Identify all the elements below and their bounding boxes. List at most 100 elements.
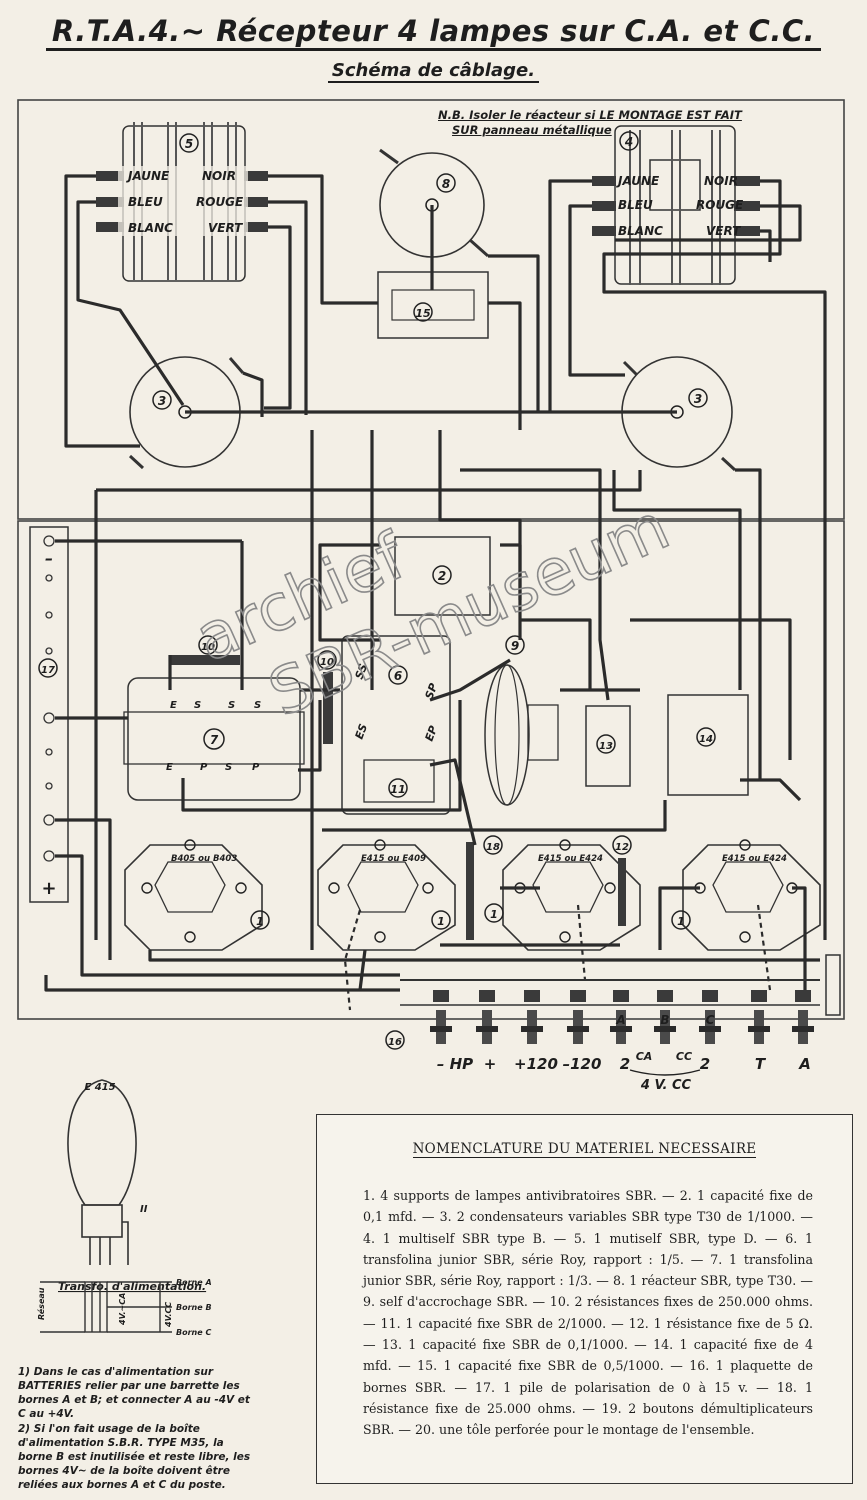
label-circle-1b — [431, 910, 451, 930]
terminal-post — [521, 990, 543, 1044]
page-title-text: R.T.A.4.~ Récepteur 4 lampes sur C.A. et… — [45, 14, 822, 51]
component-number-1a: 1 — [256, 915, 264, 928]
terminal-label-4v: 4 V. CC — [640, 1078, 692, 1093]
terminal-post — [748, 990, 770, 1044]
tube-label-1: B405 ou B403 — [171, 854, 237, 864]
capacitor-11 — [363, 759, 435, 803]
component-number-16: 16 — [388, 1037, 402, 1048]
nomenclature-title: NOMENCLATURE DU MATERIEL NECESSAIRE — [317, 1141, 852, 1158]
pin-s1: S — [194, 700, 201, 711]
terminal-post — [792, 990, 814, 1044]
transfo-reseau: Réseau — [36, 1287, 46, 1320]
tr5-blanc-label: BLANC — [128, 221, 173, 235]
component-number-1b: 1 — [437, 915, 445, 928]
resistor-12 — [618, 858, 626, 926]
tr4-jaune-label: JAUNE — [616, 174, 660, 188]
label-circle-7 — [203, 728, 225, 750]
bias-battery-17 — [29, 526, 69, 903]
label-circle-1d — [671, 910, 691, 930]
terminal-post — [610, 990, 632, 1044]
component-number-11: 11 — [390, 783, 405, 796]
page-title: R.T.A.4.~ Récepteur 4 lampes sur C.A. et… — [0, 14, 867, 51]
terminal-label-120minus: –120 — [563, 1055, 602, 1073]
terminal-posts — [430, 990, 814, 1044]
capacitor-14 — [667, 694, 749, 796]
terminal-letter-b: B — [660, 1013, 669, 1027]
tr5-noir-label: NOIR — [202, 169, 236, 183]
component-number-1c: 1 — [490, 908, 498, 921]
terminal-letter-c: C — [706, 1013, 715, 1027]
tube-label-2: E415 ou E409 — [361, 854, 426, 864]
label-circle-3a — [152, 390, 172, 410]
transfo-borne-c: Borne C — [176, 1328, 211, 1337]
pin-es: ES — [353, 722, 371, 741]
tr5-bleu-label: BLEU — [128, 195, 163, 209]
component-number-15: 15 — [415, 307, 431, 320]
terminal-label-a: A — [798, 1055, 811, 1073]
terminal-post — [654, 990, 676, 1044]
tr4-noir-label: NOIR — [704, 174, 738, 188]
pin-p3: P — [252, 762, 260, 773]
label-circle-15 — [413, 302, 433, 322]
resistor-18 — [466, 842, 474, 940]
transfolina-6 — [341, 635, 451, 815]
component-number-17: 17 — [41, 665, 55, 676]
terminal-label-ca: CA — [636, 1050, 653, 1063]
pin-s2: S — [228, 700, 235, 711]
tr4-blanc-label: BLANC — [618, 224, 663, 238]
label-circle-10b — [317, 650, 337, 670]
transfo-borne-b: Borne B — [176, 1303, 212, 1312]
page-subtitle-text: Schéma de câblage. — [327, 60, 540, 83]
component-number-18: 18 — [486, 842, 500, 853]
footnote-2: 2) Si l'on fait usage de la boîte d'alim… — [18, 1423, 251, 1491]
label-circle-6 — [388, 665, 408, 685]
pin-ss: SS — [353, 662, 371, 681]
component-number-5: 5 — [185, 137, 193, 151]
terminal-post — [476, 990, 498, 1044]
tube-label-4: E415 ou E424 — [722, 854, 787, 864]
component-number-1d: 1 — [677, 915, 685, 928]
label-circle-2 — [432, 565, 452, 585]
terminal-post — [430, 990, 452, 1044]
multiself-5 — [96, 122, 268, 282]
multiself-4 — [592, 125, 760, 285]
component-number-12: 12 — [615, 842, 629, 853]
isolation-note: N.B. Isoler le réacteur si LE MONTAGE ES… — [438, 108, 742, 138]
component-number-2: 2 — [438, 569, 446, 583]
pin-sp: SP — [423, 682, 441, 701]
label-circle-11 — [388, 778, 408, 798]
terminal-strip-16 — [400, 954, 841, 1016]
terminal-label-2-left: 2 — [620, 1055, 630, 1073]
label-circle-8 — [436, 173, 456, 193]
label-circle-3b — [688, 388, 708, 408]
tube-socket-2 — [317, 839, 456, 951]
component-number-3-left: 3 — [158, 394, 166, 408]
tr4-rouge-label: ROUGE — [696, 198, 744, 212]
transfo-schematic — [40, 1281, 172, 1333]
terminal-post — [567, 990, 589, 1044]
tr4-bleu-label: BLEU — [618, 198, 653, 212]
transfolina-7 — [127, 677, 301, 801]
page-subtitle: Schéma de câblage. — [0, 60, 867, 83]
label-circle-5 — [179, 133, 199, 153]
pin-ep: EP — [423, 724, 441, 743]
tr5-jaune-label: JAUNE — [126, 169, 170, 183]
terminal-label-2-right: 2 — [700, 1055, 710, 1073]
nomenclature-box: NOMENCLATURE DU MATERIEL NECESSAIRE 1. 4… — [316, 1114, 853, 1484]
resistor-10b — [323, 672, 333, 744]
tube-pin-mark: II — [140, 1204, 148, 1215]
transfo-vca: 4V.~CA — [118, 1293, 127, 1326]
label-circle-17 — [38, 658, 58, 678]
capacitor-2 — [394, 536, 491, 616]
terminal-label-t: T — [755, 1055, 767, 1073]
component-number-10a: 10 — [201, 642, 215, 653]
battery-plus-sign: + — [41, 878, 56, 899]
label-circle-13 — [596, 734, 616, 754]
label-circle-4 — [619, 131, 639, 151]
component-number-7: 7 — [210, 733, 219, 747]
pin-p2: P — [200, 762, 208, 773]
terminal-brace — [629, 1069, 701, 1076]
footnote-1: 1) Dans le cas d'alimentation sur BATTER… — [18, 1366, 250, 1420]
tube-socket-1 — [124, 839, 263, 951]
